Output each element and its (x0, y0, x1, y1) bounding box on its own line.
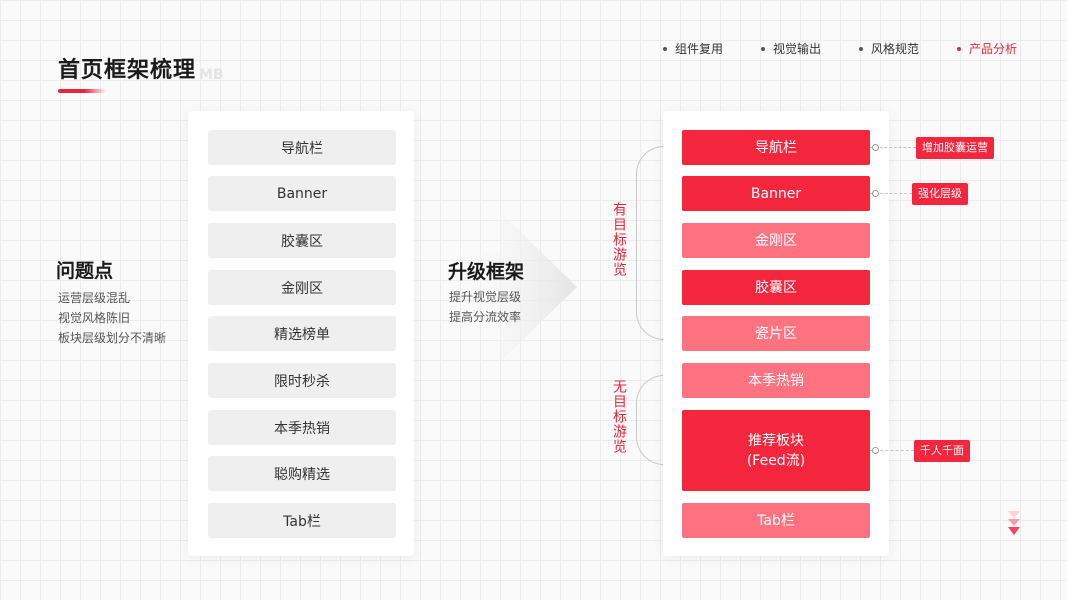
target-browse-label: 有目标游览 (611, 202, 627, 277)
connector-dot-icon (872, 144, 879, 151)
upgrade-line: 提升视觉层级 (449, 290, 522, 304)
new-block-label: 金刚区 (755, 232, 797, 249)
chevron-down-icon (1008, 527, 1020, 535)
new-block-tile: 瓷片区 (682, 316, 870, 351)
triple-chevron-down-icon[interactable] (1007, 511, 1021, 536)
connector-dot-icon (872, 190, 879, 197)
connector-dot-icon (872, 447, 879, 454)
bullet-dot-icon (662, 46, 667, 51)
new-block-label: Banner (750, 185, 802, 202)
nav-item-component-reuse[interactable]: 组件复用 (662, 40, 723, 57)
new-block-king-kong: 金刚区 (682, 223, 870, 258)
old-block-ranking: 精选榜单 (208, 316, 396, 351)
nav-item-label: 组件复用 (674, 42, 723, 56)
new-block-capsule: 胶囊区 (682, 270, 870, 305)
upgrade-arrow-icon (440, 212, 577, 362)
upgrade-line: 提高分流效率 (449, 310, 522, 324)
problem-line: 板块层级划分不清晰 (58, 331, 167, 345)
problem-line: 视觉风格陈旧 (58, 311, 131, 325)
upgrade-title: 升级框架 (448, 261, 525, 283)
new-block-banner: Banner (682, 176, 870, 211)
annotation-tag-hierarchy: 强化层级 (912, 183, 968, 205)
old-block-king-kong: 金刚区 (208, 270, 396, 305)
old-block-flash-sale: 限时秒杀 (208, 363, 396, 398)
annotation-tag-personalized: 千人千面 (914, 440, 970, 462)
problem-line: 运营层级混乱 (58, 291, 131, 305)
upgrade-list: 提升视觉层级 提高分流效率 (449, 287, 521, 327)
chevron-down-icon (1008, 511, 1020, 518)
nav-item-style-guide[interactable]: 风格规范 (858, 40, 919, 57)
free-browse-bracket (636, 375, 665, 465)
title-underline (58, 89, 106, 93)
old-block-nav-bar: 导航栏 (208, 130, 396, 165)
chevron-down-icon (1008, 519, 1020, 526)
new-block-label: 胶囊区 (755, 279, 797, 296)
annotation-connector (870, 193, 912, 194)
page-title: 首页框架梳理 (58, 58, 197, 83)
top-nav: 组件复用 视觉输出 风格规范 产品分析 (662, 40, 1017, 57)
nav-item-product-analysis[interactable]: 产品分析 (956, 40, 1017, 57)
annotation-connector (870, 147, 916, 148)
new-block-season-hot: 本季热销 (682, 363, 870, 398)
free-browse-label: 无目标游览 (611, 379, 627, 454)
problem-title: 问题点 (56, 260, 114, 282)
old-block-season-hot: 本季热销 (208, 410, 396, 445)
bullet-dot-icon (760, 46, 765, 51)
title-watermark: MB (199, 67, 224, 83)
new-block-sublabel: (Feed流) (746, 452, 806, 469)
new-block-label: 本季热销 (748, 372, 804, 389)
nav-item-label: 产品分析 (968, 42, 1017, 56)
new-block-nav-bar: 导航栏 (682, 130, 870, 165)
nav-item-label: 风格规范 (870, 42, 919, 56)
new-block-label: 导航栏 (755, 139, 797, 156)
old-block-capsule: 胶囊区 (208, 223, 396, 258)
new-block-label: 推荐板块 (748, 432, 804, 449)
annotation-connector (870, 450, 914, 451)
new-block-feed: 推荐板块 (Feed流) (682, 410, 870, 491)
new-block-tab-bar: Tab栏 (682, 503, 870, 538)
bullet-dot-icon (858, 46, 863, 51)
old-block-smart-pick: 聪购精选 (208, 456, 396, 491)
bullet-dot-icon (956, 46, 961, 51)
old-block-banner: Banner (208, 176, 396, 211)
nav-item-visual-output[interactable]: 视觉输出 (760, 40, 821, 57)
nav-item-label: 视觉输出 (772, 42, 821, 56)
new-block-label: Tab栏 (757, 512, 795, 529)
old-block-tab-bar: Tab栏 (208, 503, 396, 538)
problem-list: 运营层级混乱 视觉风格陈旧 板块层级划分不清晰 (58, 288, 208, 348)
target-browse-bracket (636, 146, 665, 340)
new-block-label: 瓷片区 (755, 325, 797, 342)
annotation-tag-capsule-ops: 增加胶囊运营 (916, 137, 994, 159)
